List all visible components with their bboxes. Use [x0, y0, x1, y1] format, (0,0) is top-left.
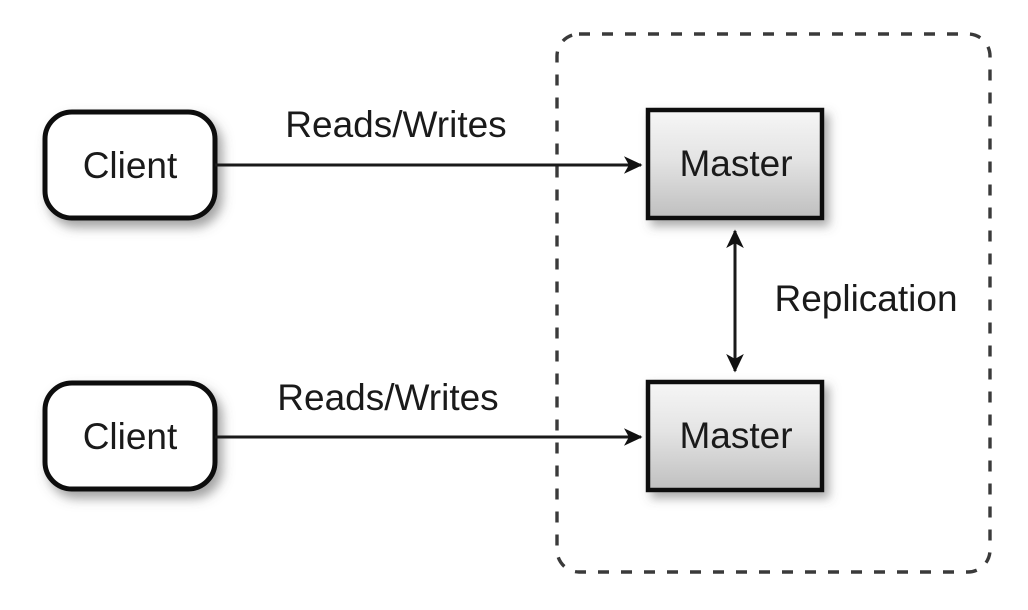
node-client-top[interactable]: Client	[42, 109, 218, 221]
edge-client-bottom-to-master-bottom: Reads/Writes	[215, 377, 643, 446]
client-top-label: Client	[83, 145, 178, 186]
node-client-bottom[interactable]: Client	[42, 380, 218, 492]
node-master-top[interactable]: Master	[645, 107, 825, 221]
master-bottom-label: Master	[679, 415, 792, 456]
master-top-label: Master	[679, 143, 792, 184]
edge-master-replication: Replication	[726, 229, 958, 373]
edge-label-reads-writes-bottom: Reads/Writes	[277, 377, 498, 418]
edge-label-replication: Replication	[774, 278, 957, 319]
client-bottom-label: Client	[83, 416, 178, 457]
node-master-bottom[interactable]: Master	[645, 379, 825, 493]
edge-client-top-to-master-top: Reads/Writes	[215, 104, 643, 174]
database-cluster-boundary	[555, 32, 992, 574]
edge-label-reads-writes-top: Reads/Writes	[285, 104, 506, 145]
